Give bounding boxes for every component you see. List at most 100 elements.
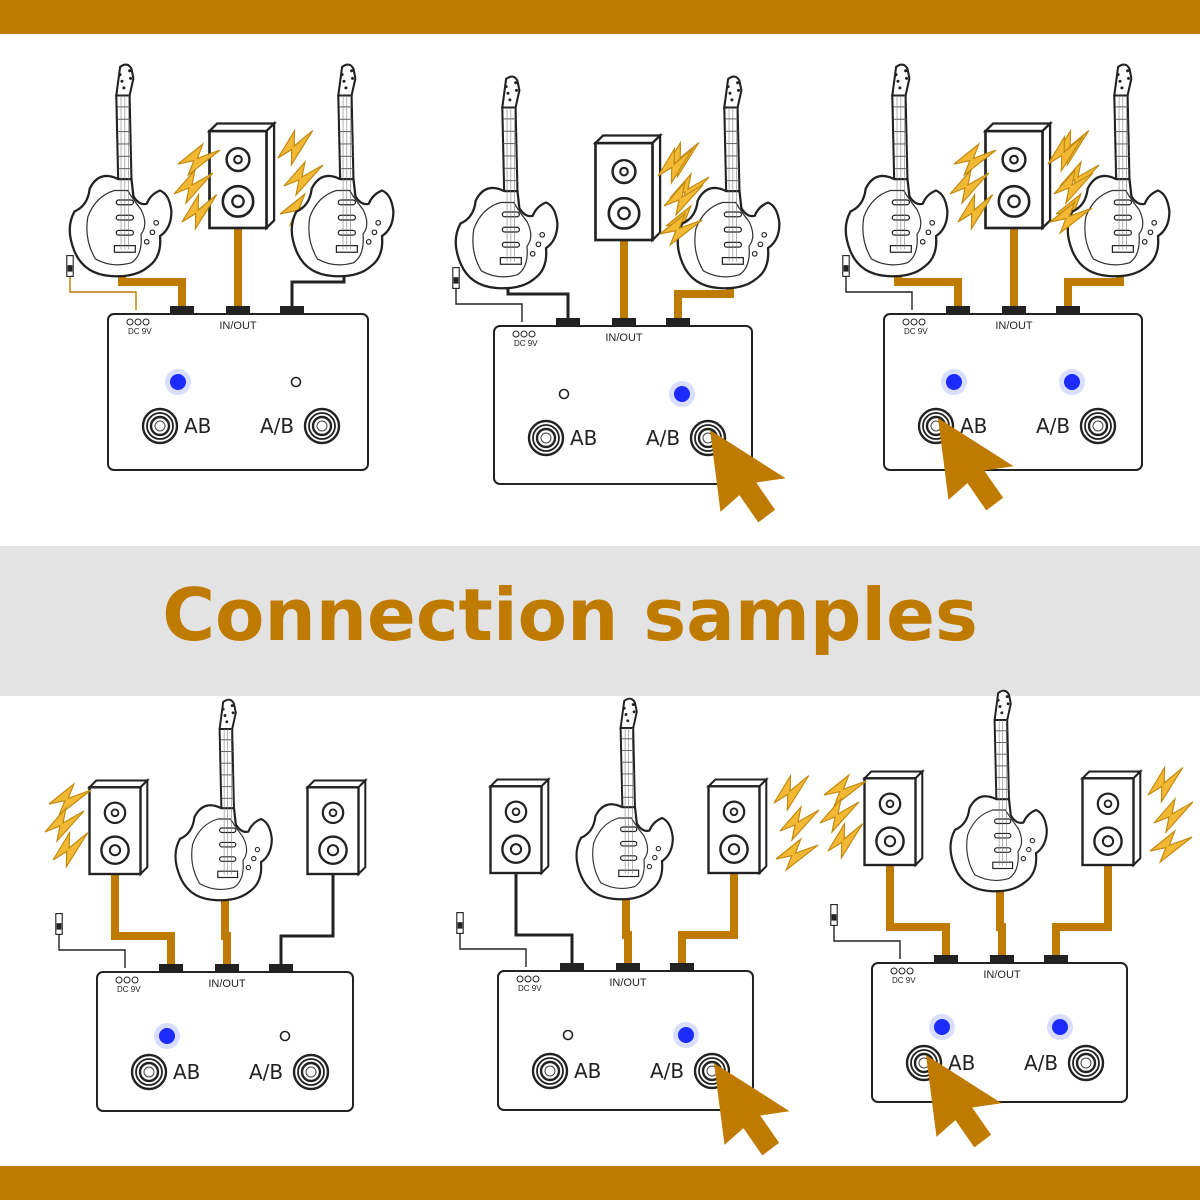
switch-label-a-b: A/B — [650, 1059, 684, 1083]
power-cable — [459, 933, 527, 967]
switch-label-ab: AB — [960, 414, 987, 438]
jack-plug — [1002, 306, 1026, 313]
power-label: DC 9V — [904, 327, 928, 336]
bottom-bar — [0, 1166, 1200, 1200]
speaker-icon — [208, 122, 276, 230]
jack-plug — [616, 963, 640, 970]
guitar-icon — [68, 63, 173, 278]
guitar-icon — [949, 689, 1048, 893]
jack-plug — [670, 963, 694, 970]
power-cable — [455, 288, 523, 322]
power-cable — [833, 925, 901, 959]
led-ab — [170, 374, 186, 390]
footswitch-ab — [527, 419, 565, 457]
speaker-icon — [863, 770, 924, 867]
switch-label-ab: AB — [570, 426, 597, 450]
inout-label: IN/OUT — [995, 320, 1033, 332]
power-plug-icon — [842, 255, 850, 277]
speaker-icon — [306, 779, 367, 876]
guitar-icon — [454, 75, 559, 290]
pedal-box — [493, 325, 753, 485]
cable — [886, 865, 950, 955]
jack-plug — [226, 306, 250, 313]
jack-plug — [934, 955, 958, 962]
inout-label: IN/OUT — [609, 977, 647, 989]
guitar-icon — [844, 63, 949, 278]
dc-polarity-icon — [512, 330, 536, 338]
led-ab — [558, 388, 570, 400]
cable — [678, 873, 738, 963]
speaker-icon — [1081, 770, 1142, 867]
power-cable — [58, 934, 126, 968]
jack-plug — [666, 318, 690, 325]
footswitch-a-b — [292, 1053, 330, 1091]
power-label: DC 9V — [514, 339, 538, 348]
lightning-icon — [1143, 763, 1189, 805]
switch-label-a-b: A/B — [249, 1060, 283, 1084]
power-cable — [69, 276, 137, 310]
lightning-icon — [1153, 798, 1194, 833]
jack-plug — [1056, 306, 1080, 313]
dc-polarity-icon — [126, 318, 150, 326]
switch-label-a-b: A/B — [1024, 1051, 1058, 1075]
lightning-icon — [44, 807, 85, 842]
power-cable — [845, 276, 913, 310]
jack-plug — [612, 318, 636, 325]
lightning-icon — [949, 169, 990, 204]
switch-label-ab: AB — [948, 1051, 975, 1075]
power-label: DC 9V — [117, 985, 141, 994]
jack-plug — [1044, 955, 1068, 962]
jack-plug — [170, 306, 194, 313]
top-bar — [0, 0, 1200, 34]
switch-label-a-b: A/B — [1036, 414, 1070, 438]
switch-label-ab: AB — [184, 414, 211, 438]
cable — [514, 873, 574, 963]
cable — [996, 865, 1006, 955]
jack-plug — [946, 306, 970, 313]
led-a-b — [678, 1027, 694, 1043]
guitar-icon — [290, 63, 395, 278]
switch-label-a-b: A/B — [260, 414, 294, 438]
power-label: DC 9V — [892, 976, 916, 985]
speaker-icon — [707, 778, 768, 875]
speaker-icon — [984, 122, 1052, 230]
cable — [111, 874, 175, 964]
power-label: DC 9V — [128, 327, 152, 336]
power-plug-icon — [452, 267, 460, 289]
led-a-b — [1064, 374, 1080, 390]
led-a-b — [674, 386, 690, 402]
led-a-b — [279, 1030, 291, 1042]
jack-plug — [990, 955, 1014, 962]
cable — [1052, 865, 1112, 955]
speaker-icon — [594, 134, 662, 242]
pedal-box — [107, 313, 369, 471]
lightning-icon — [173, 169, 214, 204]
footswitch-ab — [141, 407, 179, 445]
led-ab — [562, 1029, 574, 1041]
cable — [279, 874, 335, 964]
guitar-icon — [575, 697, 674, 901]
led-a-b — [1052, 1019, 1068, 1035]
page-title: Connection samples — [162, 573, 978, 657]
dc-polarity-icon — [516, 975, 540, 983]
jack-plug — [159, 964, 183, 971]
lightning-icon — [773, 834, 820, 876]
guitar-icon — [676, 75, 781, 290]
speaker-icon — [88, 779, 149, 876]
lightning-icon — [779, 806, 820, 841]
jack-plug — [560, 963, 584, 970]
switch-label-ab: AB — [173, 1060, 200, 1084]
dc-polarity-icon — [902, 318, 926, 326]
footswitch-a-b — [1079, 407, 1117, 445]
power-plug-icon — [456, 912, 464, 934]
guitar-icon — [174, 698, 273, 902]
jack-plug — [556, 318, 580, 325]
jack-plug — [269, 964, 293, 971]
